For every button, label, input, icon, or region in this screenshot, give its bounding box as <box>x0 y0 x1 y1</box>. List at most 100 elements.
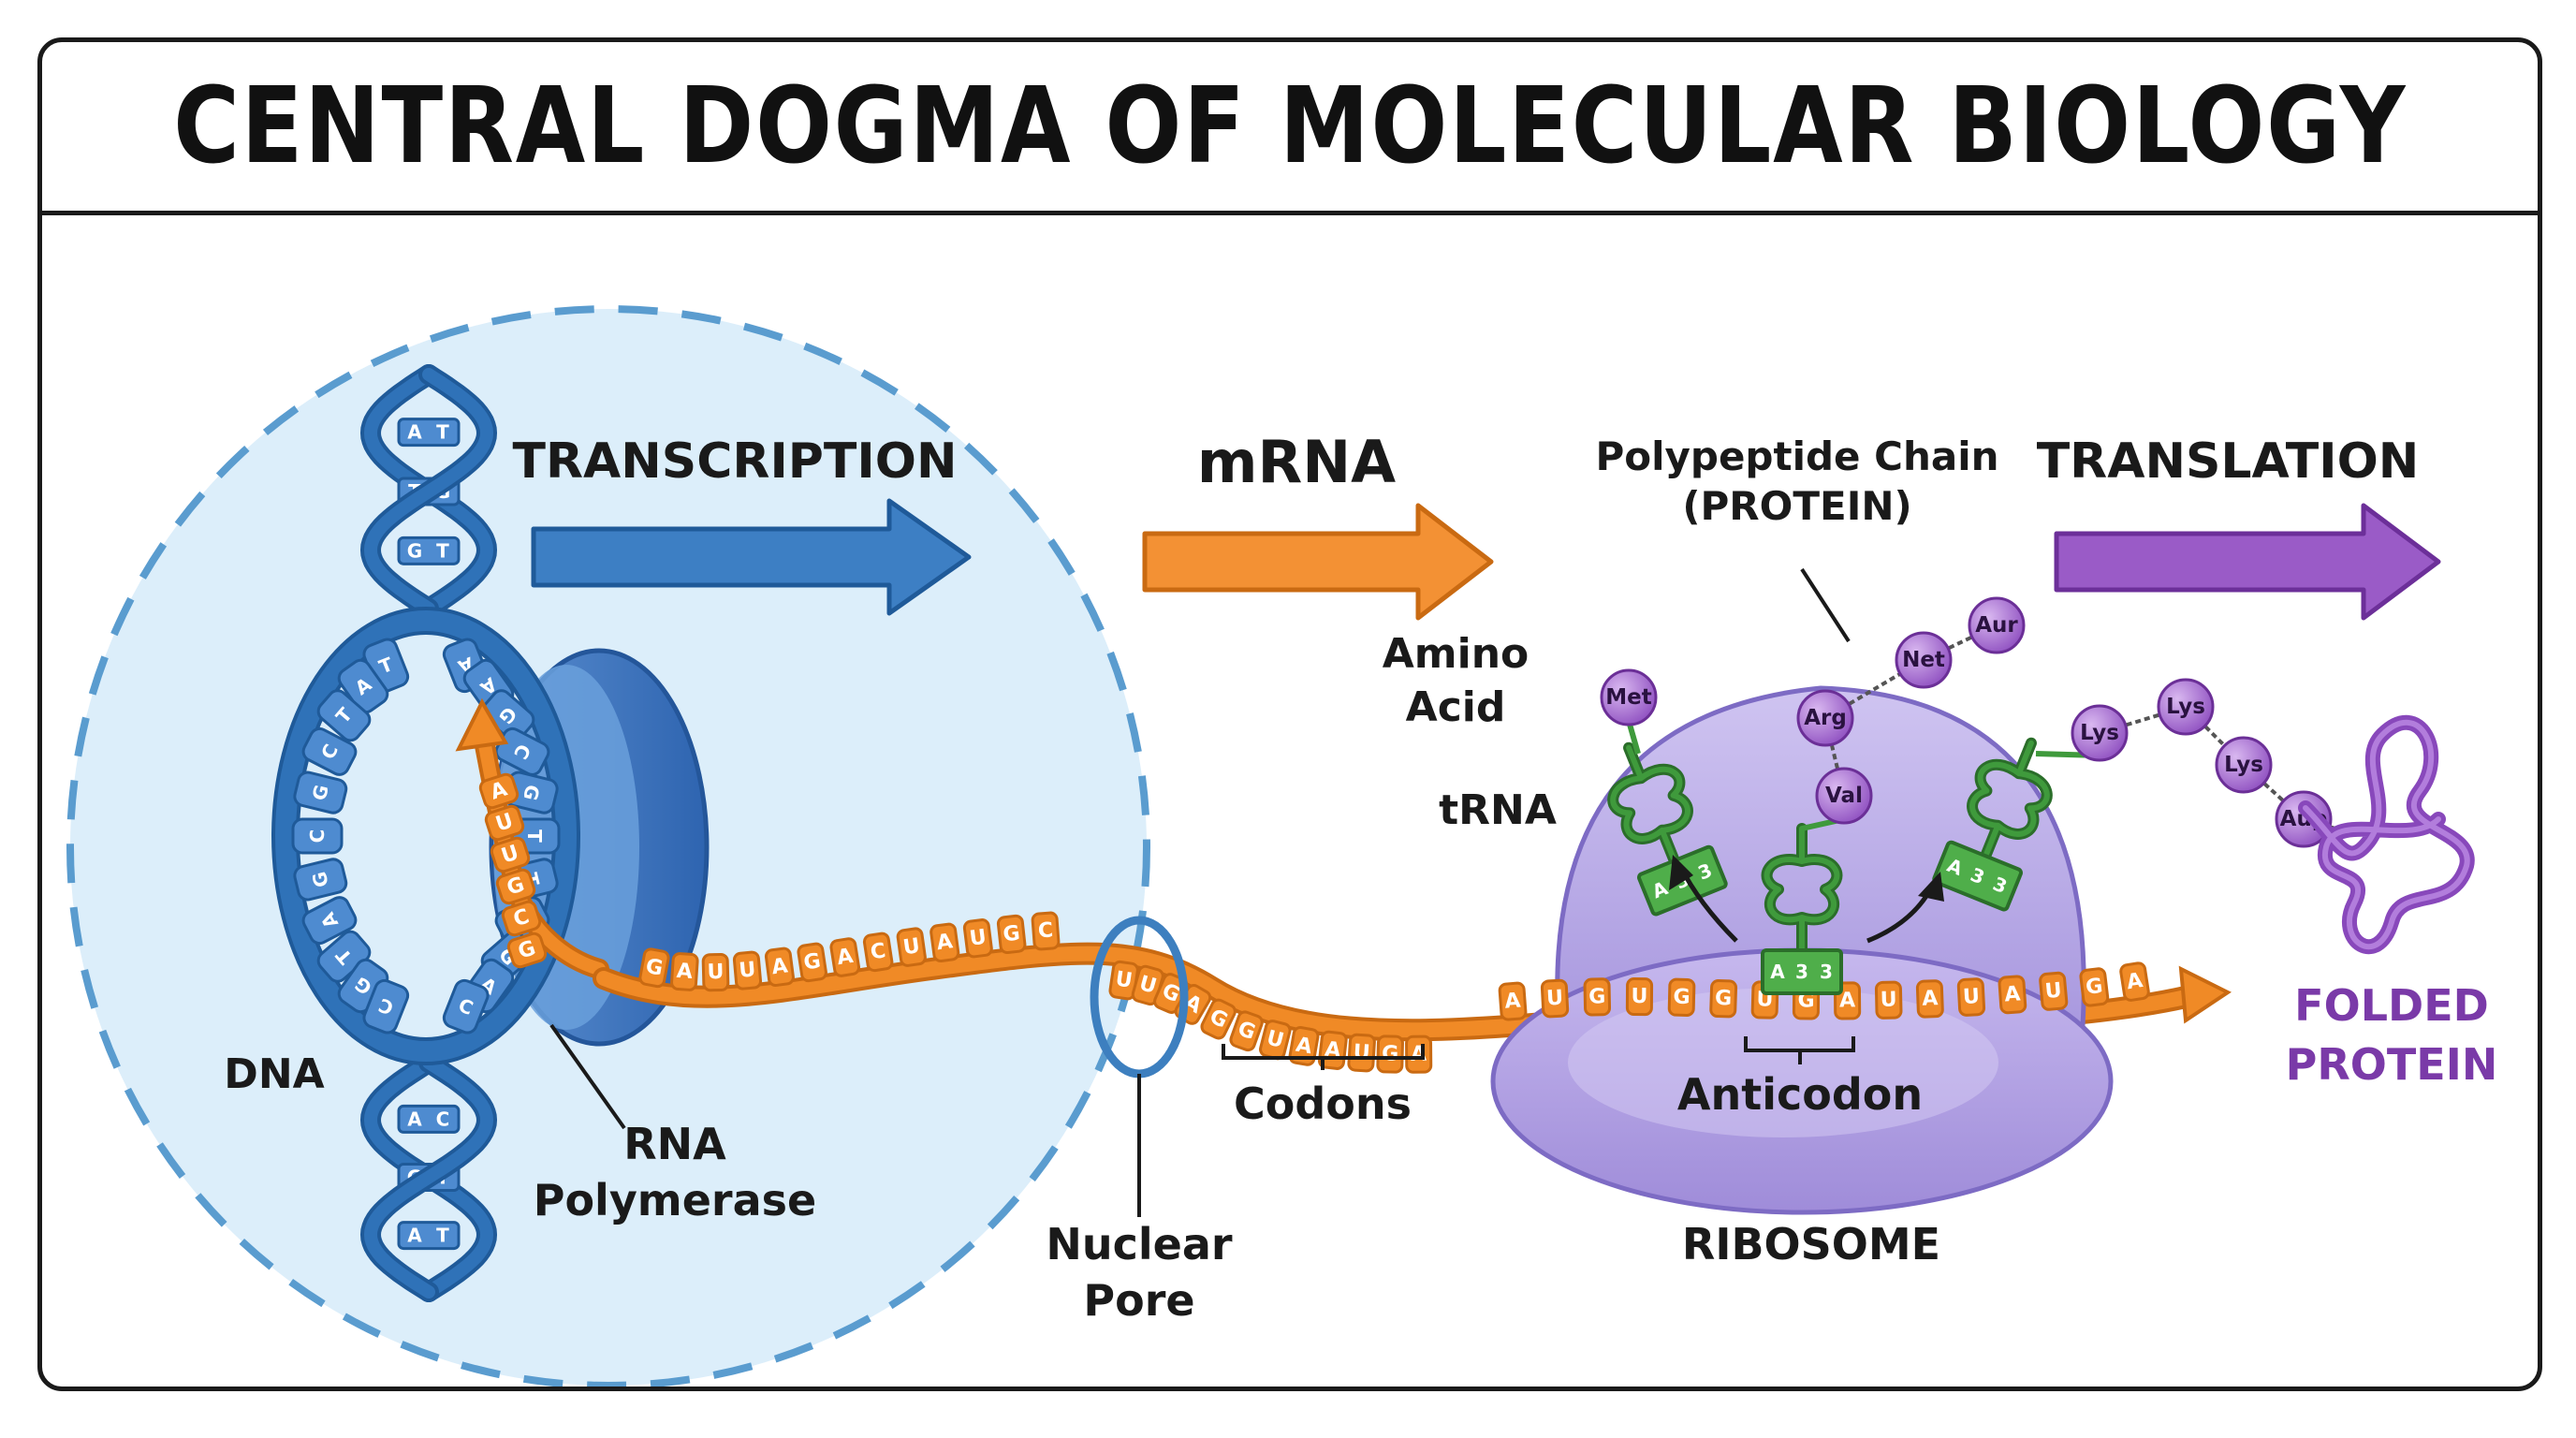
amino-acid-label-lys1: Lys <box>2080 721 2119 745</box>
dna-bubble-base-block <box>301 726 358 776</box>
dna-bubble-base-letter: G <box>308 783 333 803</box>
mrna-base: G <box>1667 977 1696 1017</box>
dna-bubble-base: C <box>301 726 358 776</box>
mrna-base-letter: U <box>901 934 921 960</box>
rna-transcript-arrowhead <box>455 697 509 752</box>
mrna-base-block <box>1347 1033 1376 1073</box>
trna-stem <box>1626 720 1641 755</box>
transcription-label: TRANSCRIPTION <box>513 433 958 490</box>
mrna-base: A <box>1288 1026 1320 1066</box>
mrna-base: U <box>1625 977 1654 1017</box>
mrna-arrowhead <box>2178 965 2232 1024</box>
mrna-base: G <box>797 942 827 983</box>
dna-base-pair <box>397 1104 461 1134</box>
dna-bubble-base: C <box>362 978 410 1034</box>
dna-bubble-base-letter: C <box>306 829 329 844</box>
mrna-base-letter: U <box>1114 967 1134 992</box>
mrna-base: U <box>1258 1020 1292 1061</box>
folded-protein-label-line1: FOLDED <box>2294 980 2489 1031</box>
dna-bubble-base-block <box>301 896 358 946</box>
mrna-base: A <box>1498 981 1528 1021</box>
nuclear-pore <box>1090 916 1189 1217</box>
rna-transcript-base-letter: A <box>488 777 510 804</box>
labels: TRANSCRIPTION mRNA TRANSLATION Polypepti… <box>224 428 2497 1326</box>
dna-strand-highlight <box>363 1056 494 1299</box>
mrna-base: U <box>1874 980 1903 1020</box>
mrna-base-block <box>1229 1010 1264 1052</box>
mrna-base-block <box>829 937 861 977</box>
mrna-base-letter: U <box>1265 1026 1286 1053</box>
dna-bubble-base-block <box>291 817 344 855</box>
mrna-base: U <box>962 918 993 959</box>
mrna-base: A <box>1915 979 1944 1019</box>
mrna-base: U <box>732 950 763 990</box>
mrna-base-letter: U <box>1136 972 1159 999</box>
mrna-base-block <box>670 952 699 991</box>
rna-polymerase-label-line1: RNA <box>623 1119 726 1169</box>
rna-transcript-base: U <box>490 836 531 873</box>
mrna-base-letter: A <box>1839 989 1855 1012</box>
mrna-base: U <box>896 927 927 967</box>
amino-acid-val <box>1815 767 1873 825</box>
mrna-base: G <box>996 914 1027 955</box>
rna-transcript-base-block <box>490 836 531 873</box>
amino-acid-net <box>1895 631 1953 689</box>
mrna-base-block <box>764 946 795 987</box>
rna-transcript-base: A <box>478 772 520 810</box>
mrna-base: U <box>1540 978 1570 1019</box>
mrna-base-block <box>1200 998 1237 1040</box>
mrna-base-block <box>1956 977 1986 1017</box>
mrna-base: G <box>1200 998 1237 1040</box>
mrna-base-block <box>896 927 927 967</box>
trna-anticodon-block <box>1761 948 1843 995</box>
translation-label: TRANSLATION <box>2037 433 2420 490</box>
mrna-base-letter: U <box>1353 1041 1370 1065</box>
mrna-base: U <box>1750 980 1779 1020</box>
mrna-base-letter: A <box>1922 987 1939 1011</box>
mrna-base: G <box>638 947 670 989</box>
amino-acid-lys2 <box>2157 678 2215 736</box>
mrna-base-letter: C <box>1037 918 1054 943</box>
amino-acid-label-arg: Arg <box>1804 706 1847 730</box>
mrna-base-block <box>1031 911 1061 951</box>
mrna-base-block <box>929 922 960 963</box>
rna-transcript-base-block <box>484 804 525 842</box>
dna-bubble-base: G <box>337 958 389 1014</box>
mrna-base-letter: U <box>1962 985 1980 1009</box>
rna-transcript-base-block <box>506 932 548 969</box>
dna-double-helix: ATTGGTACGTATTATCGCGATGCAAGCGTTUGAC <box>271 364 580 1302</box>
mrna-base-letter: G <box>1588 985 1606 1008</box>
transcription-arrow <box>531 498 972 616</box>
mrna-base-block <box>1709 979 1738 1019</box>
dna-bubble-base-block <box>362 978 410 1034</box>
folded-protein-label-line2: PROTEIN <box>2286 1039 2498 1090</box>
trna-label: tRNA <box>1439 786 1557 834</box>
rna-transcript-base: C <box>501 900 542 937</box>
rna-transcript-base: G <box>495 868 536 905</box>
mrna-base: A <box>764 946 795 987</box>
dna-base: A <box>407 421 422 444</box>
mrna-base-block <box>1405 1034 1433 1074</box>
mrna-base-letter: U <box>707 961 724 984</box>
mrna-base-block <box>701 952 730 992</box>
mrna-base-block <box>962 918 993 959</box>
mrna-base-letter: G <box>2085 975 2104 1000</box>
trna-cloverleaf <box>1610 744 1690 864</box>
mrna-base-letter: G <box>802 949 823 975</box>
mrna-base-letter: G <box>644 955 665 981</box>
rna-transcript-base-block <box>478 772 520 810</box>
amino-acid-label-line1: Amino <box>1383 630 1530 678</box>
dna-bubble-base: C <box>291 817 344 855</box>
dna-strand-highlight <box>363 368 494 615</box>
rna-transcript-base-block <box>495 868 536 905</box>
amino-acid-label-val: Val <box>1825 784 1863 808</box>
dna-bubble-base-block <box>316 689 372 742</box>
mrna-base-block <box>2119 961 2150 1002</box>
dna-bubble-base-letter: T <box>523 829 546 843</box>
dna-bubble-base: G <box>293 858 348 902</box>
